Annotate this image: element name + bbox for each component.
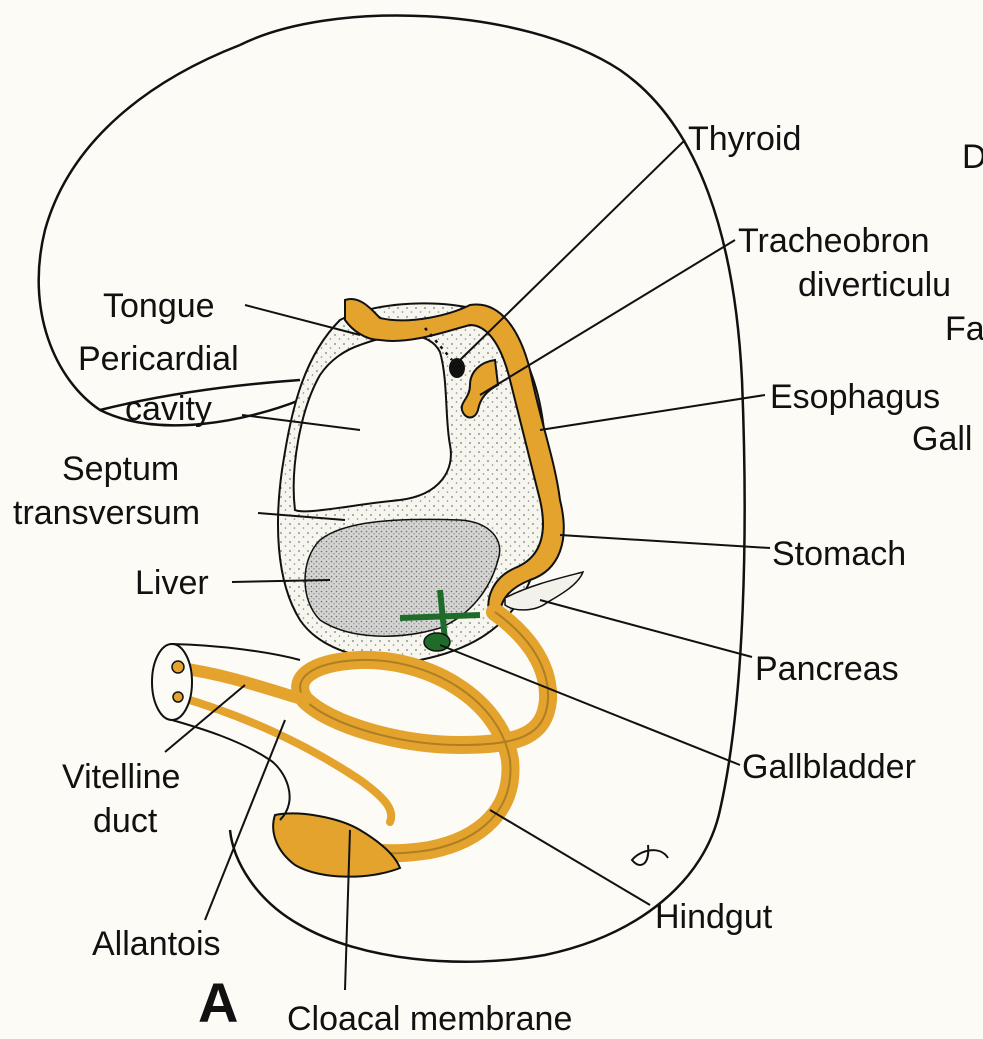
label-thyroid: Thyroid xyxy=(688,120,801,158)
label-pericardial-1: Pericardial xyxy=(78,340,239,378)
label-d-partial: D xyxy=(962,138,983,176)
label-fa-partial: Fa xyxy=(945,310,983,348)
label-stomach: Stomach xyxy=(772,535,906,573)
thyroid-bud xyxy=(449,358,465,378)
cloaca xyxy=(273,813,400,876)
label-tracheobronchial-1: Tracheobron xyxy=(738,222,930,260)
label-esophagus: Esophagus xyxy=(770,378,940,416)
leader-thyroid xyxy=(460,140,685,360)
label-tongue: Tongue xyxy=(103,287,215,325)
label-gallbladder: Gallbladder xyxy=(742,748,916,786)
allantois-opening xyxy=(173,692,183,702)
allantois-tube xyxy=(180,697,391,822)
label-gall-partial: Gall xyxy=(912,420,972,458)
label-allantois: Allantois xyxy=(92,925,221,963)
label-septum-2: transversum xyxy=(13,494,200,532)
leader-pancreas xyxy=(540,600,752,657)
leader-esophagus xyxy=(540,395,765,430)
artist-signature xyxy=(632,845,668,865)
yolk-stalk-end xyxy=(152,644,192,720)
leader-hindgut xyxy=(490,810,650,905)
label-vitelline-2: duct xyxy=(93,802,158,840)
label-vitelline-1: Vitelline xyxy=(62,758,180,796)
label-tracheobronchial-2: diverticulu xyxy=(798,266,951,304)
label-pancreas: Pancreas xyxy=(755,650,899,688)
label-cloacal-membrane: Cloacal membrane xyxy=(287,1000,572,1038)
leader-stomach xyxy=(560,535,770,548)
label-liver: Liver xyxy=(135,564,209,602)
vitelline-opening xyxy=(172,661,184,673)
label-hindgut: Hindgut xyxy=(655,898,773,936)
label-septum-1: Septum xyxy=(62,450,179,488)
label-pericardial-2: cavity xyxy=(125,390,212,428)
panel-letter: A xyxy=(198,971,238,1034)
leader-tracheobronchial xyxy=(480,240,735,395)
vitelline-tube xyxy=(180,668,305,700)
